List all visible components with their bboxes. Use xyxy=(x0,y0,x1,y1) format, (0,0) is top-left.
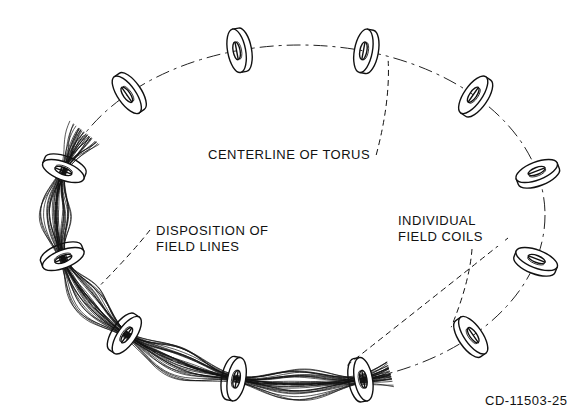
field-line xyxy=(47,124,393,393)
field-line xyxy=(64,144,387,378)
leader-line xyxy=(101,230,150,285)
field-line xyxy=(65,138,391,379)
field-line xyxy=(54,135,389,387)
field-coil xyxy=(40,155,88,188)
field-line xyxy=(57,132,391,383)
field-line xyxy=(62,136,390,381)
centerline-label: CENTERLINE OF TORUS xyxy=(205,146,373,164)
leader-line xyxy=(451,249,472,327)
field-line xyxy=(61,135,391,381)
field-line xyxy=(39,121,394,401)
field-line xyxy=(49,130,391,391)
field-line xyxy=(56,137,388,384)
figure-number: CD-11503-25 xyxy=(482,392,571,410)
field-line xyxy=(48,128,392,392)
field-line xyxy=(57,136,389,384)
field-line xyxy=(64,142,389,379)
field-line xyxy=(56,138,388,384)
field-line xyxy=(52,128,392,388)
field-coil xyxy=(107,312,147,358)
field-line xyxy=(44,128,391,397)
field-line xyxy=(49,132,389,390)
field-line xyxy=(54,135,389,387)
field-coil xyxy=(453,72,493,118)
field-line xyxy=(50,132,390,391)
field-coil xyxy=(351,356,377,403)
field-line xyxy=(61,138,389,380)
field-line xyxy=(56,129,392,384)
field-coil xyxy=(224,356,250,403)
field-line xyxy=(64,141,389,378)
field-line xyxy=(61,137,390,380)
field-coil xyxy=(513,243,561,276)
field-coil xyxy=(351,28,377,75)
field-coil xyxy=(107,72,147,118)
field-coil xyxy=(513,155,561,188)
field-line xyxy=(61,142,387,380)
field-line xyxy=(47,129,391,394)
field-line xyxy=(55,131,392,385)
leader-line xyxy=(347,238,508,365)
field-line xyxy=(62,138,389,379)
leader-line xyxy=(376,61,388,155)
field-line xyxy=(56,130,392,385)
field-line xyxy=(56,134,391,385)
field-line xyxy=(58,134,391,383)
field-line xyxy=(40,126,391,400)
field-coil xyxy=(453,312,493,358)
coils-label: INDIVIDUAL FIELD COILS xyxy=(395,212,505,246)
field-line xyxy=(64,143,388,377)
field-lines-label: DISPOSITION OF FIELD LINES xyxy=(153,222,287,256)
field-line xyxy=(61,142,387,380)
torus-centerline xyxy=(55,45,545,385)
field-line xyxy=(41,124,392,399)
field-coil xyxy=(40,243,88,276)
field-coil xyxy=(224,28,250,75)
